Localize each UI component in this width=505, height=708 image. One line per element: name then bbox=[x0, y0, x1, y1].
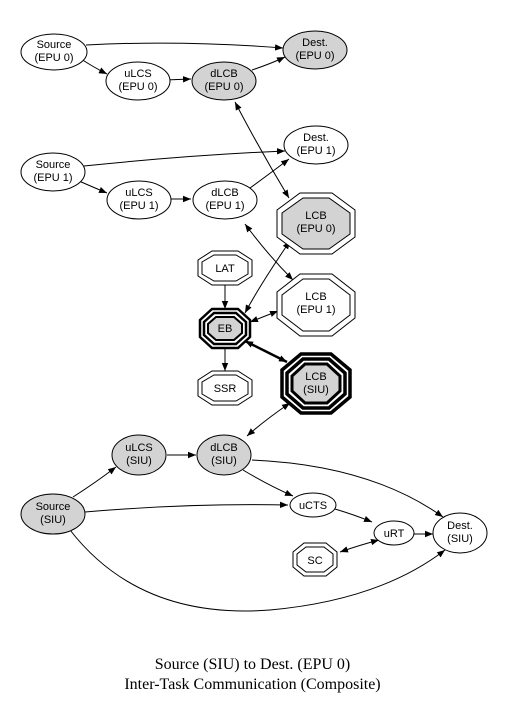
node-lcb-epu0: LCB (EPU 0) bbox=[276, 192, 356, 255]
node-ulcs-epu1-line2: (EPU 1) bbox=[119, 200, 158, 212]
node-dlcb-epu1-line1: dLCB bbox=[211, 187, 239, 199]
edge-dlcb-siu-to-dest-siu bbox=[251, 459, 444, 518]
node-source-epu1-line1: Source bbox=[36, 159, 71, 171]
node-dest-epu0-line1: Dest. bbox=[302, 37, 328, 49]
node-lcb-epu1: LCB (EPU 1) bbox=[276, 273, 356, 337]
node-ulcs-epu1: uLCS (EPU 1) bbox=[106, 180, 172, 220]
communication-diagram: Source (EPU 0) Dest. (EPU 0) uLCS (EPU 0… bbox=[20, 30, 488, 612]
node-source-epu0: Source (EPU 0) bbox=[20, 33, 88, 71]
edge-source-siu-to-ulcs-siu bbox=[72, 466, 117, 498]
diagram-caption-title: Source (SIU) to Dest. (EPU 0) bbox=[154, 656, 351, 673]
node-dest-epu0: Dest. (EPU 0) bbox=[282, 30, 348, 70]
node-ulcs-siu: uLCS (SIU) bbox=[111, 434, 167, 476]
node-lcb-epu0-line1: LCB bbox=[305, 210, 326, 222]
edge-source-epu0-to-ulcs-epu0 bbox=[80, 58, 108, 75]
node-ulcs-siu-line2: (SIU) bbox=[126, 455, 152, 467]
node-lcb-siu: LCB (SIU) bbox=[280, 352, 352, 415]
edge-lcb-epu0-to-eb bbox=[244, 240, 291, 314]
node-dlcb-epu1-line2: (EPU 1) bbox=[205, 200, 244, 212]
node-lcb-epu1-line1: LCB bbox=[305, 291, 326, 303]
node-dlcb-siu-line1: dLCB bbox=[210, 442, 238, 454]
node-source-siu-line2: (SIU) bbox=[40, 514, 66, 526]
edge-source-epu1-to-ulcs-epu1 bbox=[78, 180, 108, 194]
edge-dlcb-epu0-to-dest-epu0 bbox=[251, 56, 286, 71]
node-source-epu1-line2: (EPU 1) bbox=[33, 172, 72, 184]
node-sc: SC bbox=[292, 542, 338, 577]
node-dest-siu-line1: Dest. bbox=[447, 520, 473, 532]
diagram-caption-subtitle: Inter-Task Communication (Composite) bbox=[124, 676, 381, 693]
node-ucts: uCTS bbox=[289, 492, 337, 518]
edge-source-epu1-to-dest-epu1 bbox=[83, 148, 286, 167]
node-source-epu1: Source (EPU 1) bbox=[20, 152, 86, 192]
node-ulcs-epu1-line1: uLCS bbox=[125, 187, 153, 199]
node-dest-epu1-line1: Dest. bbox=[303, 132, 329, 144]
node-dlcb-epu1: dLCB (EPU 1) bbox=[192, 180, 258, 220]
node-dest-siu-line2: (SIU) bbox=[447, 533, 473, 545]
node-ulcs-epu0: uLCS (EPU 0) bbox=[105, 61, 171, 101]
node-eb-label: EB bbox=[218, 323, 233, 335]
edge-ucts-to-urt bbox=[334, 508, 373, 523]
node-urt-label: uRT bbox=[384, 528, 405, 540]
node-source-epu0-line1: Source bbox=[37, 39, 72, 51]
edge-dlcb-epu1-to-dest-epu1 bbox=[249, 158, 290, 189]
node-source-siu-line1: Source bbox=[36, 501, 71, 513]
node-lcb-siu-line1: LCB bbox=[305, 371, 326, 383]
node-dlcb-epu0: dLCB (EPU 0) bbox=[191, 61, 257, 101]
node-lcb-epu0-line2: (EPU 0) bbox=[296, 223, 335, 235]
node-lcb-epu1-line2: (EPU 1) bbox=[296, 304, 335, 316]
node-source-epu0-line2: (EPU 0) bbox=[34, 52, 73, 64]
node-dest-siu: Dest. (SIU) bbox=[432, 512, 488, 554]
node-dlcb-siu: dLCB (SIU) bbox=[196, 434, 252, 476]
node-eb: EB bbox=[198, 307, 252, 350]
edge-dlcb-siu-to-ucts bbox=[242, 469, 294, 497]
edge-sc-to-urt bbox=[339, 538, 380, 553]
node-ulcs-epu0-line1: uLCS bbox=[124, 68, 152, 80]
node-lat: LAT bbox=[197, 250, 253, 286]
node-ulcs-epu0-line2: (EPU 0) bbox=[118, 81, 157, 93]
edge-eb-to-lcb-siu bbox=[244, 339, 288, 364]
node-dest-epu1-line2: (EPU 1) bbox=[296, 145, 335, 157]
node-ssr-label: SSR bbox=[214, 383, 237, 395]
edge-dlcb-epu0-to-lcb-epu0 bbox=[234, 101, 290, 199]
edge-source-siu-to-dest-siu bbox=[69, 529, 446, 612]
node-sc-label: SC bbox=[307, 555, 322, 567]
edge-source-siu-to-ucts bbox=[84, 501, 289, 513]
node-dlcb-epu0-line2: (EPU 0) bbox=[204, 81, 243, 93]
edge-lcb-epu1-to-eb bbox=[249, 310, 279, 323]
node-lat-label: LAT bbox=[215, 263, 235, 275]
edge-lcb-siu-to-dlcb-siu bbox=[246, 402, 291, 437]
node-dest-epu1: Dest. (EPU 1) bbox=[283, 125, 349, 165]
node-ulcs-siu-line1: uLCS bbox=[125, 442, 153, 454]
node-dlcb-epu0-line1: dLCB bbox=[210, 68, 238, 80]
edge-source-epu0-to-dest-epu0 bbox=[85, 42, 284, 51]
node-urt: uRT bbox=[373, 520, 415, 546]
node-ssr: SSR bbox=[197, 370, 253, 406]
node-source-siu: Source (SIU) bbox=[20, 493, 86, 535]
node-ucts-label: uCTS bbox=[299, 500, 327, 512]
node-dest-epu0-line2: (EPU 0) bbox=[295, 50, 334, 62]
node-lcb-siu-line2: (SIU) bbox=[303, 384, 329, 396]
node-dlcb-siu-line2: (SIU) bbox=[211, 455, 237, 467]
